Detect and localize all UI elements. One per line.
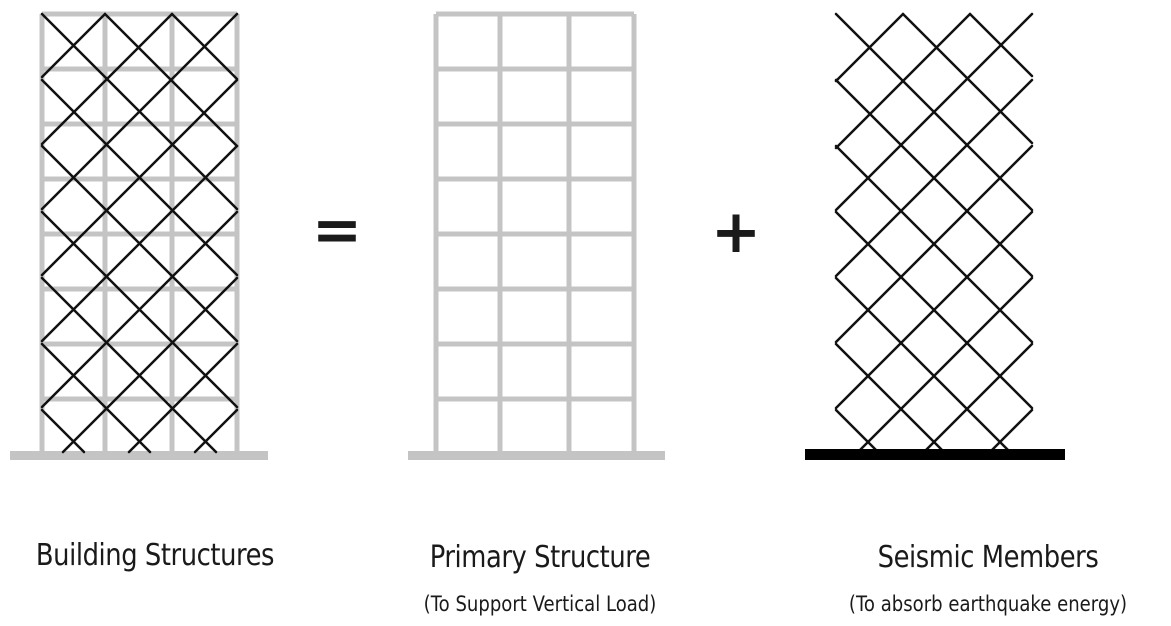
primary-structure-figure bbox=[408, 11, 665, 460]
equals-operator: = bbox=[312, 195, 362, 265]
building-frame bbox=[39, 11, 240, 452]
primary-structure-subtitle: (To Support Vertical Load) bbox=[423, 592, 657, 616]
building-structures-figure bbox=[10, 11, 268, 460]
plus-operator: + bbox=[711, 197, 761, 267]
building-base bbox=[10, 451, 268, 460]
building-bracing bbox=[40, 12, 239, 454]
seismic-members-figure bbox=[805, 12, 1065, 460]
building-structures-label: Building Structures bbox=[35, 538, 275, 573]
seismic-base bbox=[805, 449, 1065, 460]
primary-structure-label: Primary Structure bbox=[429, 540, 651, 575]
seismic-bracing bbox=[834, 12, 1034, 454]
primary-frame bbox=[433, 11, 637, 452]
seismic-members-subtitle: (To absorb earthquake energy) bbox=[848, 592, 1128, 616]
primary-base bbox=[408, 451, 665, 460]
seismic-members-label: Seismic Members bbox=[877, 540, 1099, 575]
